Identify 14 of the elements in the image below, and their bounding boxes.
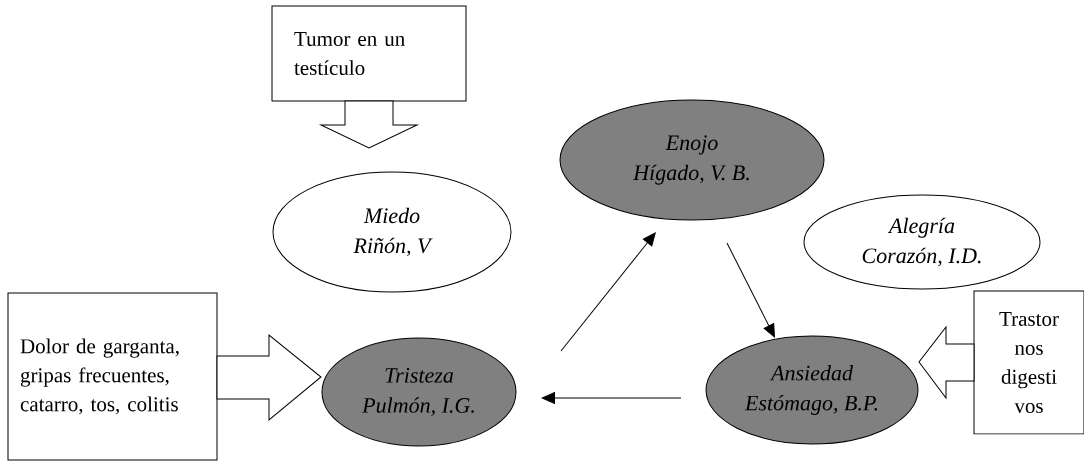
text-box: Trastor nos digesti vos (973, 290, 1084, 435)
ellipse-node: Miedo Riñón, V (272, 171, 512, 293)
block-arrow (918, 326, 975, 399)
arrow (560, 232, 656, 352)
text-box: Dolor de garganta, gripas frecuentes, catarro, tos, colitis (7, 292, 218, 461)
arrow (541, 392, 682, 404)
ellipse-node: Ansiedad Estómago, B.P. (705, 335, 919, 445)
ellipse-node: Enojo Hígado, V. B. (559, 99, 825, 221)
text-box: Tumor en un testículo (271, 5, 467, 102)
ellipse-node: Alegría Corazón, I.D. (803, 194, 1041, 290)
block-arrow (216, 334, 322, 421)
ellipse-node: Tristeza Pulmón, I.G. (321, 337, 517, 447)
arrow (726, 242, 775, 338)
block-arrow (320, 100, 418, 149)
